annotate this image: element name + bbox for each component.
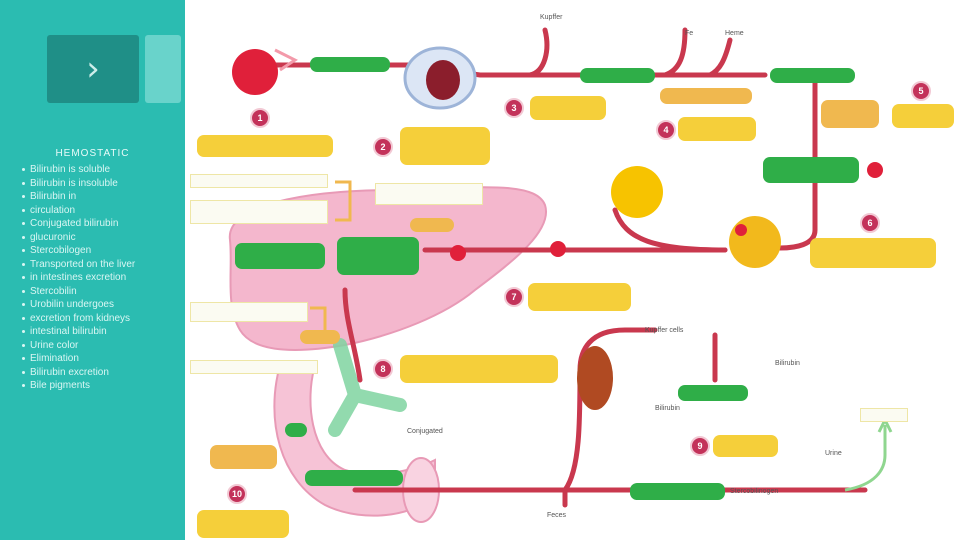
- sidebar-title: HEMOSTATIC: [55, 148, 130, 159]
- green-box: [678, 385, 748, 401]
- sidebar-item: Bilirubin excretion: [22, 367, 174, 379]
- sidebar-item: Conjugated bilirubin: [22, 218, 174, 230]
- note-box: [190, 200, 328, 224]
- yellow-box: [197, 135, 333, 157]
- yellow-box: [892, 104, 954, 128]
- yellow-box: [678, 117, 756, 141]
- sidebar-item: intestinal bilirubin: [22, 326, 174, 338]
- bilirubin-metabolism-diagram: Kupffer Fe Heme Bilirubin Urine Feces Ku…: [185, 0, 960, 540]
- sidebar-item: glucuronic: [22, 232, 174, 244]
- green-box: [770, 68, 855, 83]
- step-badge: 5: [911, 81, 931, 101]
- step-badge: 10: [227, 484, 247, 504]
- blood-dot: [550, 241, 566, 257]
- green-box: [310, 57, 390, 72]
- green-box: [305, 470, 403, 486]
- box-label: Stercobilinogen: [730, 488, 779, 495]
- blood-dot: [450, 245, 466, 261]
- bile-duct: [328, 338, 407, 437]
- sidebar-item: Urobilin undergoes: [22, 299, 174, 311]
- sidebar-list: Bilirubin is soluble Bilirubin is insolu…: [22, 164, 174, 394]
- top-label: Kupffer: [540, 14, 563, 21]
- yellow-box: [810, 238, 936, 268]
- note-box: [860, 408, 908, 422]
- blood-dot: [867, 162, 883, 178]
- yellow-box: [400, 127, 490, 165]
- kidney-shape: [577, 346, 613, 410]
- yellow-box: [528, 283, 631, 311]
- urine-arrow: [844, 425, 887, 492]
- yellow-box: [713, 435, 778, 457]
- step-badge: 8: [373, 359, 393, 379]
- note-box: [190, 174, 328, 188]
- step-badge: 6: [860, 213, 880, 233]
- note-box: [190, 302, 308, 322]
- yellow-box: [197, 510, 289, 538]
- yellow-box: [530, 96, 606, 120]
- chevron-right-icon: ›: [86, 49, 100, 89]
- green-box: [235, 243, 325, 269]
- red-blood-cell: [232, 49, 278, 95]
- sidebar-item: Bilirubin in: [22, 191, 174, 203]
- box-label: Bilirubin: [655, 405, 680, 412]
- green-box: [630, 483, 725, 500]
- sidebar-item: circulation: [22, 205, 174, 217]
- sidebar-item: Elimination: [22, 353, 174, 365]
- step-badge: 1: [250, 108, 270, 128]
- orange-box: [300, 330, 340, 344]
- box-label: Kupffer cells: [645, 327, 684, 334]
- green-box: [763, 157, 859, 183]
- yellow-box: [400, 355, 558, 383]
- orange-box: [660, 88, 752, 104]
- sidebar-item: Urine color: [22, 340, 174, 352]
- step-badge: 4: [656, 120, 676, 140]
- green-box: [337, 237, 419, 275]
- albumin-molecule: [611, 166, 663, 218]
- green-box: [285, 423, 307, 437]
- sidebar-item: Stercobilin: [22, 286, 174, 298]
- sidebar-item: Bilirubin is insoluble: [22, 178, 174, 190]
- side-label: Feces: [547, 512, 567, 519]
- sidebar-item: Bilirubin is soluble: [22, 164, 174, 176]
- step-badge: 2: [373, 137, 393, 157]
- hepatocyte-molecule: [729, 216, 781, 268]
- sidebar-item: Transported on the liver: [22, 259, 174, 271]
- orange-box: [821, 100, 879, 128]
- side-label: Urine: [825, 450, 842, 457]
- sidebar-item: Bile pigments: [22, 380, 174, 392]
- sidebar-item: in intestines excretion: [22, 272, 174, 284]
- next-button[interactable]: ›: [47, 35, 139, 103]
- step-badge: 7: [504, 287, 524, 307]
- side-label: Bilirubin: [775, 360, 800, 367]
- sidebar: › HEMOSTATIC Bilirubin is soluble Biliru…: [0, 0, 185, 540]
- nav-tab[interactable]: [145, 35, 181, 103]
- note-box: [190, 360, 318, 374]
- step-badge: 9: [690, 436, 710, 456]
- sidebar-item: Stercobilogen: [22, 245, 174, 257]
- top-label: Fe: [685, 30, 694, 37]
- orange-box: [210, 445, 277, 469]
- step-badge: 3: [504, 98, 524, 118]
- box-label: Conjugated: [407, 428, 443, 435]
- top-label: Heme: [725, 30, 744, 37]
- sidebar-item: excretion from kidneys: [22, 313, 174, 325]
- note-box: [375, 183, 483, 205]
- green-box: [580, 68, 655, 83]
- orange-box: [410, 218, 454, 232]
